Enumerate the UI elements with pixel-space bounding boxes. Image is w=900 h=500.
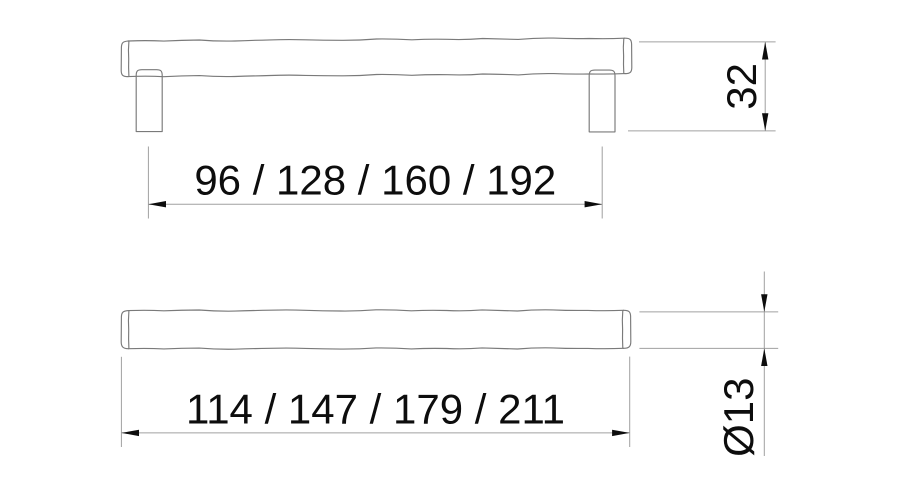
- front-bar-top-edge: [127, 37, 626, 42]
- diameter-arrow-top: [761, 294, 768, 312]
- height-arrow-bottom: [762, 113, 769, 131]
- plan-bar-top-edge: [127, 309, 625, 312]
- hole-spacing-dimension: 96 / 128 / 160 / 192: [147, 146, 603, 219]
- overall-length-dimension: 114 / 147 / 179 / 211: [120, 356, 631, 447]
- diameter-arrow-bottom: [761, 348, 768, 366]
- length-arrow-left: [121, 429, 139, 437]
- hole-spacing-dimension-label: 96 / 128 / 160 / 192: [194, 157, 556, 204]
- height-arrow-top: [762, 41, 769, 60]
- plan-bar-right-cap: [622, 309, 632, 349]
- front-bar-bottom-edge: [127, 72, 626, 78]
- right-post: [588, 69, 616, 133]
- diameter-dimension-label: Ø13: [715, 378, 762, 457]
- plan-view: [120, 309, 632, 350]
- left-post: [135, 69, 163, 133]
- length-arrow-right: [612, 429, 630, 437]
- hole-spacing-arrow-right: [584, 201, 603, 208]
- height-dimension-label: 32: [718, 63, 765, 110]
- plan-bar-bottom-edge: [127, 347, 625, 350]
- diameter-dimension: Ø13: [639, 271, 779, 457]
- front-bar-right-cap: [623, 37, 633, 75]
- height-dimension: 32: [628, 41, 776, 132]
- hole-spacing-arrow-left: [148, 201, 166, 208]
- plan-bar-left-cap: [120, 310, 130, 350]
- front-bar-left-cap: [120, 40, 130, 78]
- front-view: [120, 37, 633, 133]
- overall-length-dimension-label: 114 / 147 / 179 / 211: [186, 385, 565, 432]
